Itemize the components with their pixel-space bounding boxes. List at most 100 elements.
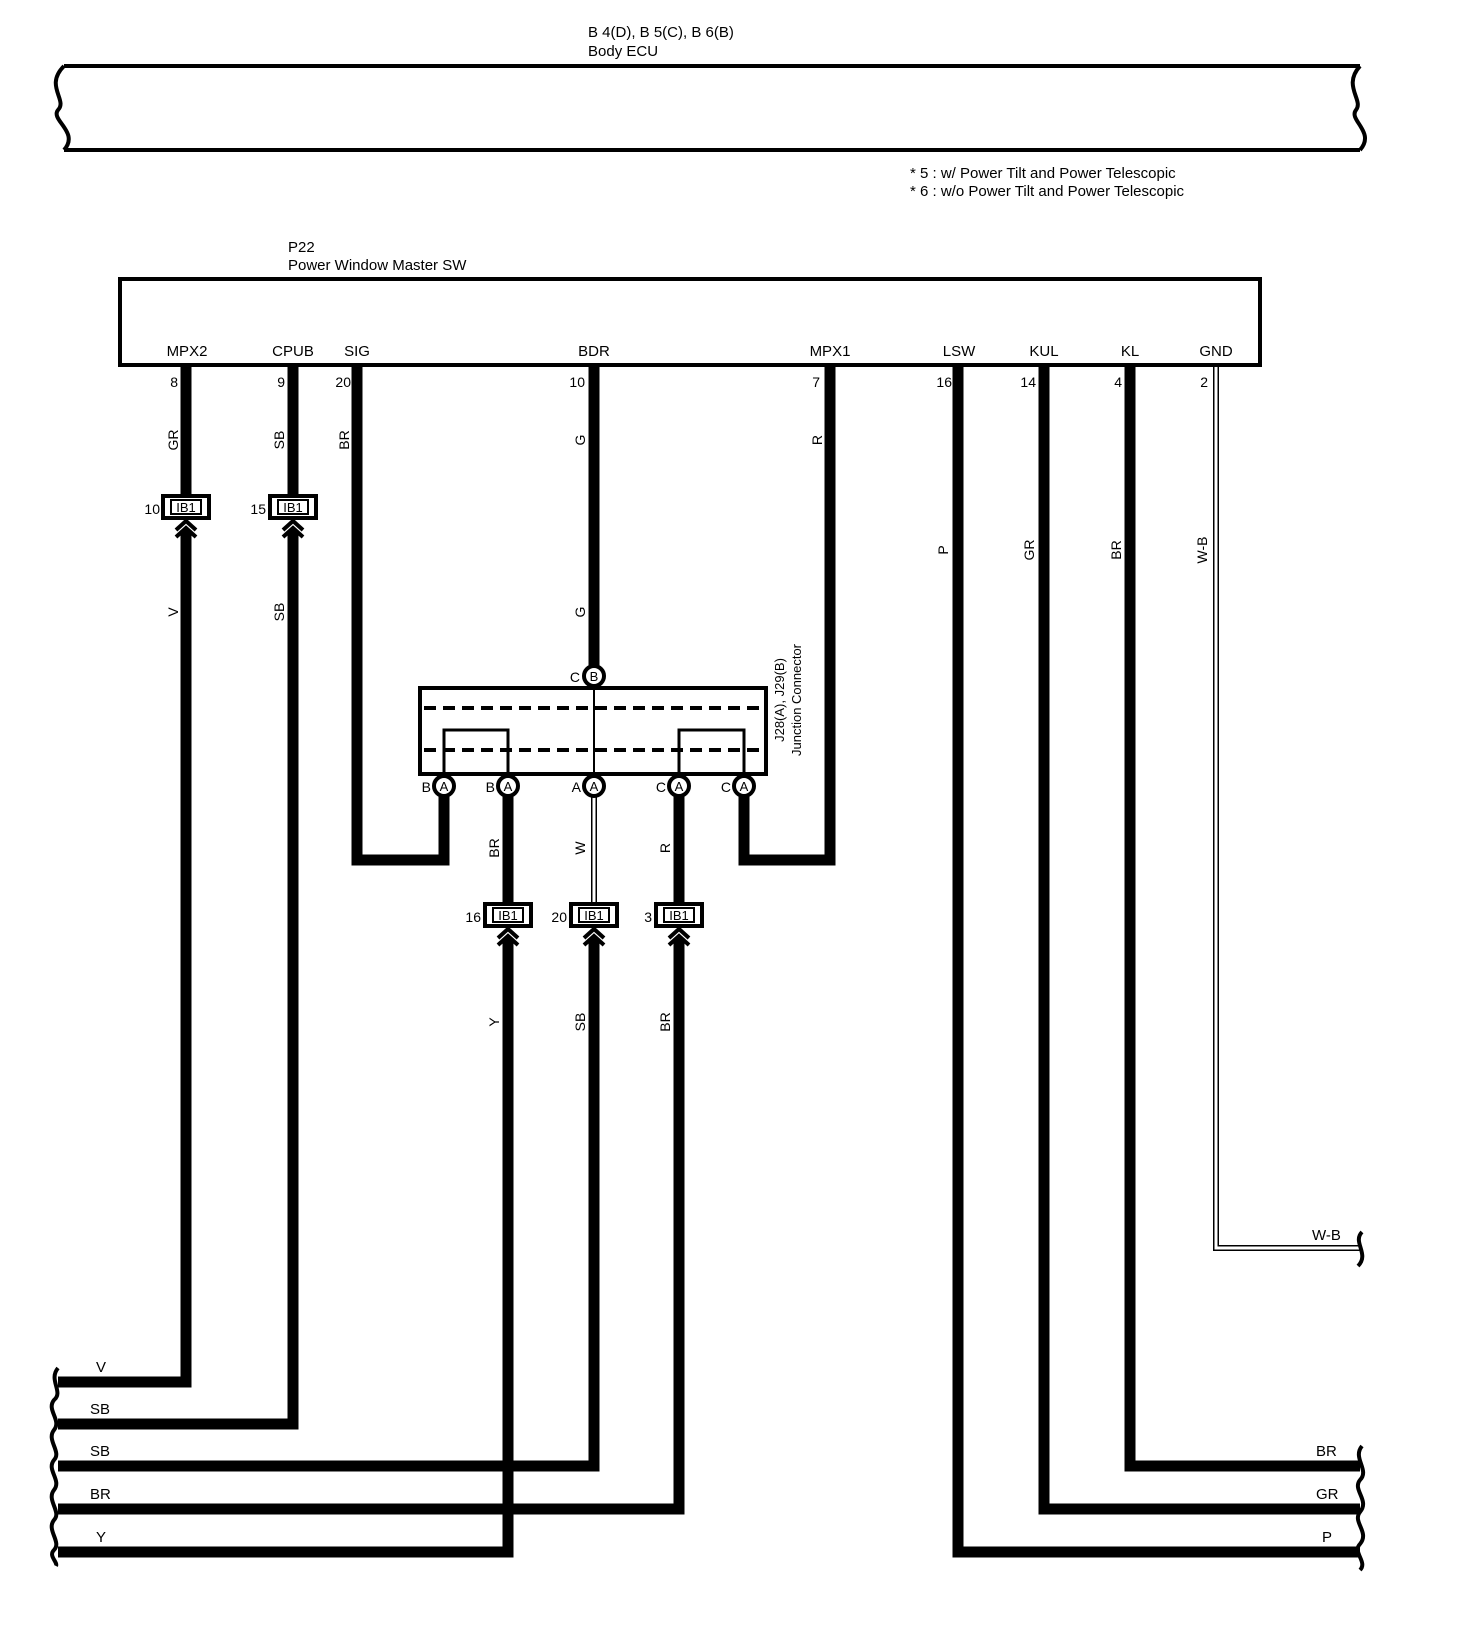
ib1-label: IB1: [498, 908, 518, 923]
terminal-kul: KUL: [1029, 343, 1058, 360]
master-sw-name: Power Window Master SW: [288, 257, 467, 274]
pin-mpx1: 7: [812, 374, 820, 390]
junction-top-letter: C: [570, 669, 580, 685]
chevron-up-icon: [667, 926, 691, 947]
wire-y: [58, 938, 514, 1558]
wire-color-kl: BR: [1108, 540, 1124, 559]
junction-pin: [432, 774, 456, 798]
wire-color-cpub: SB: [271, 431, 287, 450]
wire-color-mpx1: R: [809, 435, 825, 445]
chevron-up-icon: [496, 926, 520, 947]
body-ecu-name: Body ECU: [588, 43, 658, 60]
ib1-label: IB1: [283, 500, 303, 515]
left-output-sb-2: SB: [90, 1443, 110, 1460]
left-output-v: V: [96, 1359, 106, 1376]
wire-color-sb-1: SB: [271, 603, 287, 622]
junction-pin-letter: B: [422, 779, 431, 795]
right-output-p: P: [1322, 1529, 1332, 1546]
body-ecu-connectors: B 4(D), B 5(C), B 6(B): [588, 24, 734, 41]
terminal-sig: SIG: [344, 343, 370, 360]
ib1-connector-16: 16 IB1: [465, 902, 533, 947]
pin-mpx2: 8: [170, 374, 178, 390]
wire-color-g-mid: G: [572, 607, 588, 618]
ib1-pin: 20: [551, 909, 567, 925]
wire-color-j-w: W: [572, 841, 588, 855]
junction-pin-conn: A: [740, 779, 749, 794]
wire-color-v: V: [165, 607, 181, 617]
wire-v: [58, 530, 192, 1388]
terminal-cpub: CPUB: [272, 343, 314, 360]
junction-top-conn: B: [590, 669, 599, 684]
pin-cpub: 9: [277, 374, 285, 390]
wire-color-kul: GR: [1021, 540, 1037, 561]
left-output-br: BR: [90, 1486, 111, 1503]
chevron-up-icon: [174, 518, 198, 539]
power-window-master-switch: P22 Power Window Master SW MPX2 CPUB SIG…: [118, 239, 1262, 367]
wire-br-left: [58, 938, 685, 1515]
master-sw-box: [118, 277, 1262, 367]
junction-pin: [732, 774, 756, 798]
wire-color-lsw: P: [935, 545, 951, 554]
right-output-breaks: [1355, 1230, 1366, 1572]
wire-sig: [351, 367, 450, 866]
junction-connector: C B B A B A A A C A C A J28(A), J29(B) J…: [418, 643, 804, 798]
ib1-label: IB1: [176, 500, 196, 515]
chevron-up-icon: [281, 518, 305, 539]
ib1-connector-15: 15 IB1: [250, 494, 318, 539]
note-1: * 5 : w/ Power Tilt and Power Telescopic: [910, 165, 1176, 182]
junction-desc: Junction Connector: [789, 643, 804, 756]
wire-color-y: Y: [486, 1017, 502, 1027]
wire-mpx1: [738, 367, 836, 866]
wire-color-sb-2: SB: [572, 1013, 588, 1032]
right-output-br: BR: [1316, 1443, 1337, 1460]
pin-kul: 14: [1020, 374, 1036, 390]
terminal-lsw: LSW: [943, 343, 976, 360]
junction-pin-letter: C: [656, 779, 666, 795]
junction-pin-letter: B: [486, 779, 495, 795]
junction-top-pin: [582, 664, 606, 688]
body-ecu: B 4(D), B 5(C), B 6(B) Body ECU: [53, 24, 1368, 152]
junction-pin-letter: A: [572, 779, 582, 795]
wire-color-j-br: BR: [486, 838, 502, 857]
chevron-up-icon: [582, 926, 606, 947]
junction-pin-conn: A: [590, 779, 599, 794]
terminal-mpx1: MPX1: [810, 343, 851, 360]
wire-sb-1: [58, 530, 299, 1430]
junction-pin: [582, 774, 606, 798]
master-sw-code: P22: [288, 239, 315, 256]
ib1-pin: 16: [465, 909, 481, 925]
ib1-pin: 15: [250, 501, 266, 517]
wire-gnd: [1213, 367, 1360, 1251]
ib1-connector-10: 10 IB1: [144, 494, 211, 539]
wire-color-gnd: W-B: [1194, 537, 1210, 564]
junction-pin: [667, 774, 691, 798]
junction-pin-letter: C: [721, 779, 731, 795]
junction-link-left: [442, 728, 510, 774]
body-ecu-right-break: [1350, 64, 1368, 152]
pin-bdr: 10: [569, 374, 585, 390]
wire-color-mpx2: GR: [165, 430, 181, 451]
wire-color-sig: BR: [336, 430, 352, 449]
note-2: * 6 : w/o Power Tilt and Power Telescopi…: [910, 183, 1185, 200]
terminal-kl: KL: [1121, 343, 1139, 360]
wire-color-j-r: R: [657, 843, 673, 853]
wire-color-br: BR: [657, 1012, 673, 1031]
wire-kl: [1124, 367, 1360, 1472]
ib1-pin: 10: [144, 501, 160, 517]
pin-kl: 4: [1114, 374, 1122, 390]
ib1-label: IB1: [669, 908, 689, 923]
right-output-gr: GR: [1316, 1486, 1339, 1503]
junction-pin-conn: A: [675, 779, 684, 794]
ib1-connector-20: 20 IB1: [551, 902, 619, 947]
left-output-sb-1: SB: [90, 1401, 110, 1418]
wire-color-bdr: G: [572, 435, 588, 446]
left-output-y: Y: [96, 1529, 106, 1546]
right-output-w-b: W-B: [1312, 1227, 1341, 1244]
junction-pin-conn: A: [440, 779, 449, 794]
terminal-bdr: BDR: [578, 343, 610, 360]
ib1-pin: 3: [644, 909, 652, 925]
junction-link-right: [677, 728, 746, 774]
junction-pin-conn: A: [504, 779, 513, 794]
left-output-breaks: [49, 1366, 60, 1567]
